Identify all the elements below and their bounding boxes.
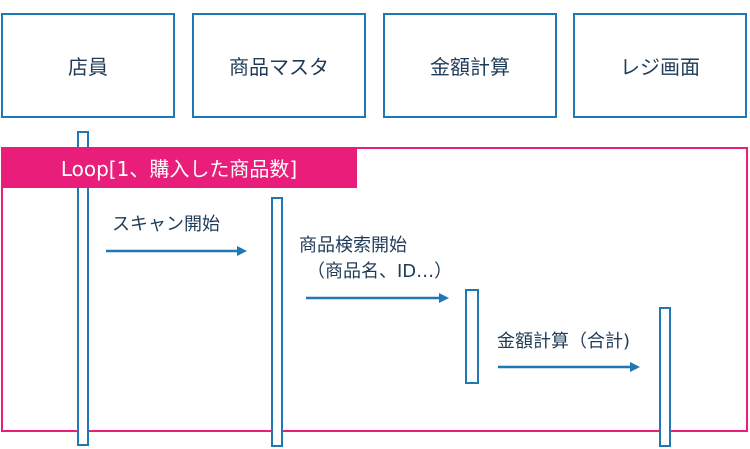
participant-clerk: 店員 [1,13,175,118]
message-label-price-total: 金額計算（合計) [497,331,631,352]
activation-bar-price-calculation [465,289,479,384]
participant-label: レジ画面 [620,55,700,79]
participant-label: 店員 [68,55,108,79]
message-label-product-search-detail: （商品名、ID…） [307,261,453,282]
activation-bar-register-screen [659,307,671,447]
participant-label: 金額計算 [430,55,510,79]
loop-label-text: Loop[1、購入した商品数] [60,157,298,181]
participant-register-screen: レジ画面 [573,13,747,118]
loop-frame [1,147,748,432]
message-label-scan-start: スキャン開始 [112,214,220,235]
loop-label: Loop[1、購入した商品数] [1,147,357,188]
participant-label: 商品マスタ [229,55,329,79]
message-label-product-search: 商品検索開始 [299,235,407,256]
activation-bar-product-master [271,197,283,447]
activation-bar-clerk [77,131,89,446]
participant-product-master: 商品マスタ [192,13,366,118]
participant-price-calculation: 金額計算 [383,13,557,118]
